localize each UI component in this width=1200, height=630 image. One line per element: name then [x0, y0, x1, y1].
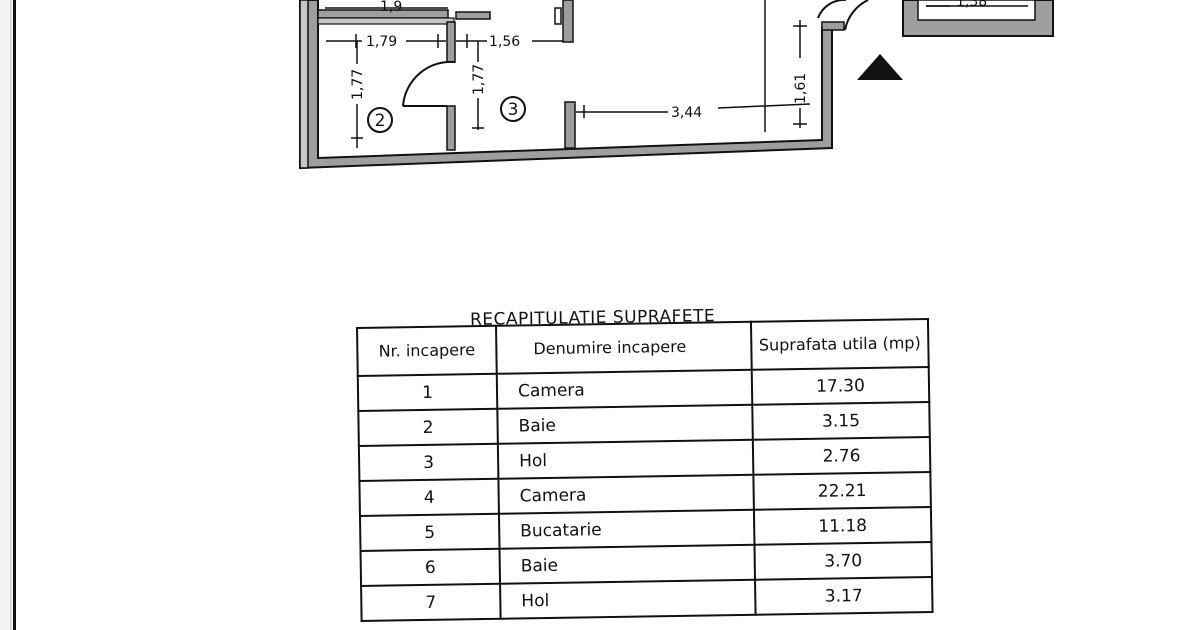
door-swings [402, 0, 869, 107]
row-name: Camera [496, 369, 753, 409]
header-room-name: Denumire incapere [495, 321, 752, 374]
dim-1-61: 1,61 [793, 73, 809, 104]
floor-plan: 1,9 1,79 1,56 1,77 1,77 3,44 1,61 1,38 2… [299, 0, 1054, 170]
row-number: 2 [358, 408, 498, 446]
row-number: 4 [359, 478, 499, 516]
page-left-border [0, 0, 12, 630]
area-summary-table: Nr. incapere Denumire incapere Suprafata… [356, 318, 934, 622]
row-name: Camera [498, 474, 754, 514]
room-2-label: 2 [375, 111, 386, 131]
row-area: 3.17 [755, 576, 933, 615]
room-marker-2: 2 [367, 107, 393, 133]
dim-3-44: 3,44 [671, 105, 702, 121]
row-number: 1 [357, 373, 498, 411]
dim-1-56: 1,56 [489, 34, 520, 50]
dim-1-79: 1,79 [366, 34, 397, 50]
row-number: 3 [358, 443, 499, 481]
room-marker-3: 3 [500, 96, 526, 122]
header-usable-area: Suprafata utila (mp) [750, 319, 929, 370]
row-name: Hol [497, 439, 754, 479]
page-left-line [13, 0, 16, 630]
row-number: 7 [361, 583, 501, 621]
entrance-arrow-icon [857, 54, 903, 80]
balcony-box [902, 0, 1054, 37]
row-name: Hol [500, 579, 756, 619]
row-area: 3.70 [754, 541, 932, 580]
dim-1-77-middle: 1,77 [471, 64, 487, 95]
row-number: 6 [360, 548, 501, 586]
dim-1-9: 1,9 [380, 0, 402, 15]
row-area: 22.21 [753, 471, 931, 510]
row-name: Baie [499, 544, 756, 584]
dim-1-38: 1,38 [956, 0, 987, 10]
header-room-number: Nr. incapere [357, 325, 497, 376]
row-area: 11.18 [753, 506, 932, 545]
row-area: 2.76 [752, 437, 931, 475]
row-area: 17.30 [751, 367, 930, 405]
dimension-lines [325, 5, 950, 148]
outer-walls [299, 0, 845, 170]
room-3-label: 3 [508, 100, 519, 120]
row-name: Baie [497, 404, 753, 444]
dim-1-77-left: 1,77 [350, 69, 366, 100]
row-number: 5 [359, 513, 500, 551]
row-area: 3.15 [752, 402, 930, 440]
row-name: Bucatarie [498, 509, 755, 549]
